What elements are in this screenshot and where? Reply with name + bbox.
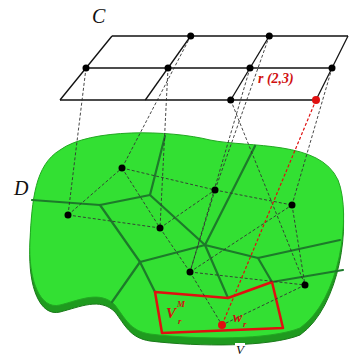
red-projection (222, 100, 316, 325)
cell-superscript: M (177, 300, 185, 309)
red-cell (155, 282, 283, 333)
cell-subscript: r (178, 317, 182, 326)
grid-c (60, 36, 348, 100)
sites (65, 165, 309, 289)
region-top (30, 133, 344, 338)
weight-subscript: r (243, 320, 247, 329)
node-coordinate: r (2,3) (258, 72, 294, 86)
voronoi-edges (32, 136, 343, 302)
region-d (30, 133, 344, 345)
space-label: V (235, 343, 245, 356)
cell-symbol: V (166, 306, 176, 321)
projection-lines (68, 36, 332, 285)
winner-site (218, 321, 226, 329)
winner-grid-node (312, 96, 320, 104)
grid-label: C (92, 6, 105, 26)
delaunay-links (68, 168, 305, 325)
weight-symbol: w (233, 311, 242, 325)
grid-nodes (83, 33, 336, 104)
region-label: D (14, 178, 28, 198)
